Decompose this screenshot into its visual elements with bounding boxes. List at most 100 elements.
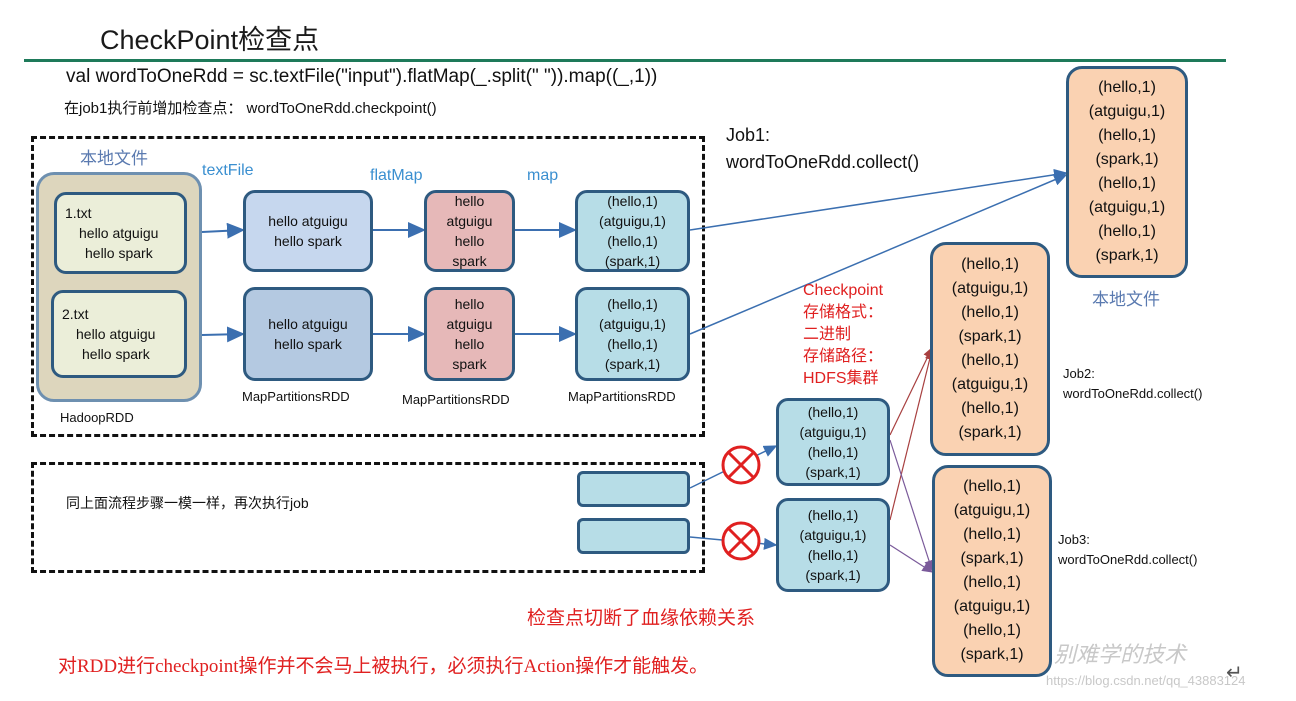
pair: (atguigu,1) <box>951 280 1029 297</box>
arrow-cp1-job3 <box>889 439 934 572</box>
pair: (hello,1) <box>961 400 1019 417</box>
job2-title: Job2: <box>1063 366 1095 381</box>
word: spark <box>452 356 487 372</box>
watermark-cn: 别难学的技术 <box>1054 642 1187 667</box>
pair: (spark,1) <box>960 550 1024 567</box>
checkpoint-note-line: 存储路径： <box>803 348 884 365</box>
pair: (spark,1) <box>958 328 1022 345</box>
flatmap-op-label: flatMap <box>370 167 423 184</box>
pair: (atguigu,1) <box>599 213 666 229</box>
empty-partition-1 <box>577 471 690 507</box>
page-title: CheckPoint检查点 <box>100 25 320 55</box>
local-file-label-left: 本地文件 <box>80 149 148 168</box>
job1-lineage-frame <box>31 136 705 437</box>
pair: (hello,1) <box>1098 127 1156 144</box>
pair: (hello,1) <box>963 622 1021 639</box>
return-icon: ↵ <box>1226 662 1243 684</box>
pair: (spark,1) <box>960 646 1024 663</box>
job2-result: (hello,1) (atguigu,1) (hello,1) (spark,1… <box>930 242 1050 456</box>
pair: (spark,1) <box>805 464 861 480</box>
cut-icon-2 <box>721 521 761 561</box>
pair: (hello,1) <box>963 478 1021 495</box>
pair: (hello,1) <box>607 233 658 249</box>
local-file-label-right: 本地文件 <box>1092 290 1160 309</box>
arrow-cp2-job3 <box>889 544 934 573</box>
record-line: hello atguigu <box>268 213 348 229</box>
pair: (atguigu,1) <box>799 424 867 440</box>
checkpoint-note-line: 二进制 <box>803 326 852 343</box>
job3-label: Job3: wordToOneRdd.collect() <box>1058 530 1197 570</box>
word: hello <box>454 233 485 249</box>
pair: (hello,1) <box>963 526 1021 543</box>
pair: (hello,1) <box>963 574 1021 591</box>
empty-partition-2 <box>577 518 690 554</box>
checkpoint-note: Checkpoint 存储格式： 二进制 存储路径： HDFS集群 <box>803 280 883 390</box>
pair: (atguigu,1) <box>951 376 1029 393</box>
pair: (atguigu,1) <box>599 316 666 332</box>
checkpoint-partition-2: (hello,1) (atguigu,1) (hello,1) (spark,1… <box>776 498 890 592</box>
textfile-partition-2: hello atguigu hello spark <box>243 287 373 381</box>
job3-title: Job3: <box>1058 532 1090 547</box>
watermark-url: https://blog.csdn.net/qq_43883124 <box>1046 673 1246 688</box>
file-line: hello atguigu <box>79 225 159 241</box>
pair: (hello,1) <box>807 444 859 460</box>
word: atguigu <box>446 213 493 229</box>
mappartitions-rdd-label-1: MapPartitionsRDD <box>242 389 350 404</box>
pair: (hello,1) <box>1098 79 1156 96</box>
checkpoint-partition-1: (hello,1) (atguigu,1) (hello,1) (spark,1… <box>776 398 890 486</box>
pair: (hello,1) <box>1098 223 1156 240</box>
pair: (atguigu,1) <box>953 502 1031 519</box>
file-name: 2.txt <box>62 306 89 322</box>
job2-action: wordToOneRdd.collect() <box>1063 386 1203 401</box>
file-box-1: 1.txt hello atguigu hello spark <box>54 192 187 274</box>
word: hello <box>454 296 485 312</box>
file-name: 1.txt <box>65 205 92 221</box>
pair: (hello,1) <box>807 547 859 563</box>
pair: (hello,1) <box>607 336 658 352</box>
file-line: hello spark <box>82 346 150 362</box>
pair: (hello,1) <box>1098 175 1156 192</box>
pair: (hello,1) <box>961 304 1019 321</box>
lineage-note: 检查点切断了血缘依赖关系 <box>527 608 756 629</box>
mappartitions-rdd-label-3: MapPartitionsRDD <box>568 389 676 404</box>
word: hello <box>454 336 485 352</box>
pair: (hello,1) <box>961 256 1019 273</box>
pair: (hello,1) <box>807 507 859 523</box>
repeat-note: 同上面流程步骤一模一样，再次执行job <box>66 495 309 511</box>
file-box-2: 2.txt hello atguigu hello spark <box>51 290 187 378</box>
pair: (spark,1) <box>958 424 1022 441</box>
pair: (atguigu,1) <box>1088 103 1166 120</box>
arrow-cp1-job2 <box>889 346 933 436</box>
title-divider <box>24 59 1226 62</box>
arrow-file1-textfile <box>201 222 245 239</box>
arrow-cp2-job2 <box>889 348 935 521</box>
repeat-lineage-frame <box>31 462 705 573</box>
record-line: hello spark <box>274 336 342 352</box>
flatmap-partition-2: hello atguigu hello spark <box>424 287 515 381</box>
pair: (spark,1) <box>805 567 861 583</box>
pair: (spark,1) <box>1095 151 1159 168</box>
checkpoint-instruction: 在job1执行前增加检查点： wordToOneRdd.checkpoint() <box>64 100 437 117</box>
pair: (hello,1) <box>607 296 658 312</box>
arrow-map1-local <box>689 168 1068 231</box>
job1-title: Job1: <box>726 125 771 145</box>
pair: (spark,1) <box>1095 247 1159 264</box>
pair: (atguigu,1) <box>799 527 867 543</box>
local-file-result: (hello,1) (atguigu,1) (hello,1) (spark,1… <box>1066 66 1188 278</box>
pair: (spark,1) <box>604 356 661 372</box>
pair: (hello,1) <box>961 352 1019 369</box>
record-line: hello atguigu <box>268 316 348 332</box>
arrow-map2-local <box>689 174 1068 335</box>
flatmap-partition-1: hello atguigu hello spark <box>424 190 515 272</box>
checkpoint-note-line: HDFS集群 <box>803 370 879 387</box>
word: hello <box>454 193 485 209</box>
word: spark <box>452 253 487 269</box>
pair: (atguigu,1) <box>1088 199 1166 216</box>
record-line: hello spark <box>274 233 342 249</box>
cut-icon-1 <box>721 445 761 485</box>
word: atguigu <box>446 316 493 332</box>
hadoop-rdd-label: HadoopRDD <box>60 410 134 425</box>
job2-label: Job2: wordToOneRdd.collect() <box>1063 364 1202 404</box>
job3-result: (hello,1) (atguigu,1) (hello,1) (spark,1… <box>932 465 1052 677</box>
